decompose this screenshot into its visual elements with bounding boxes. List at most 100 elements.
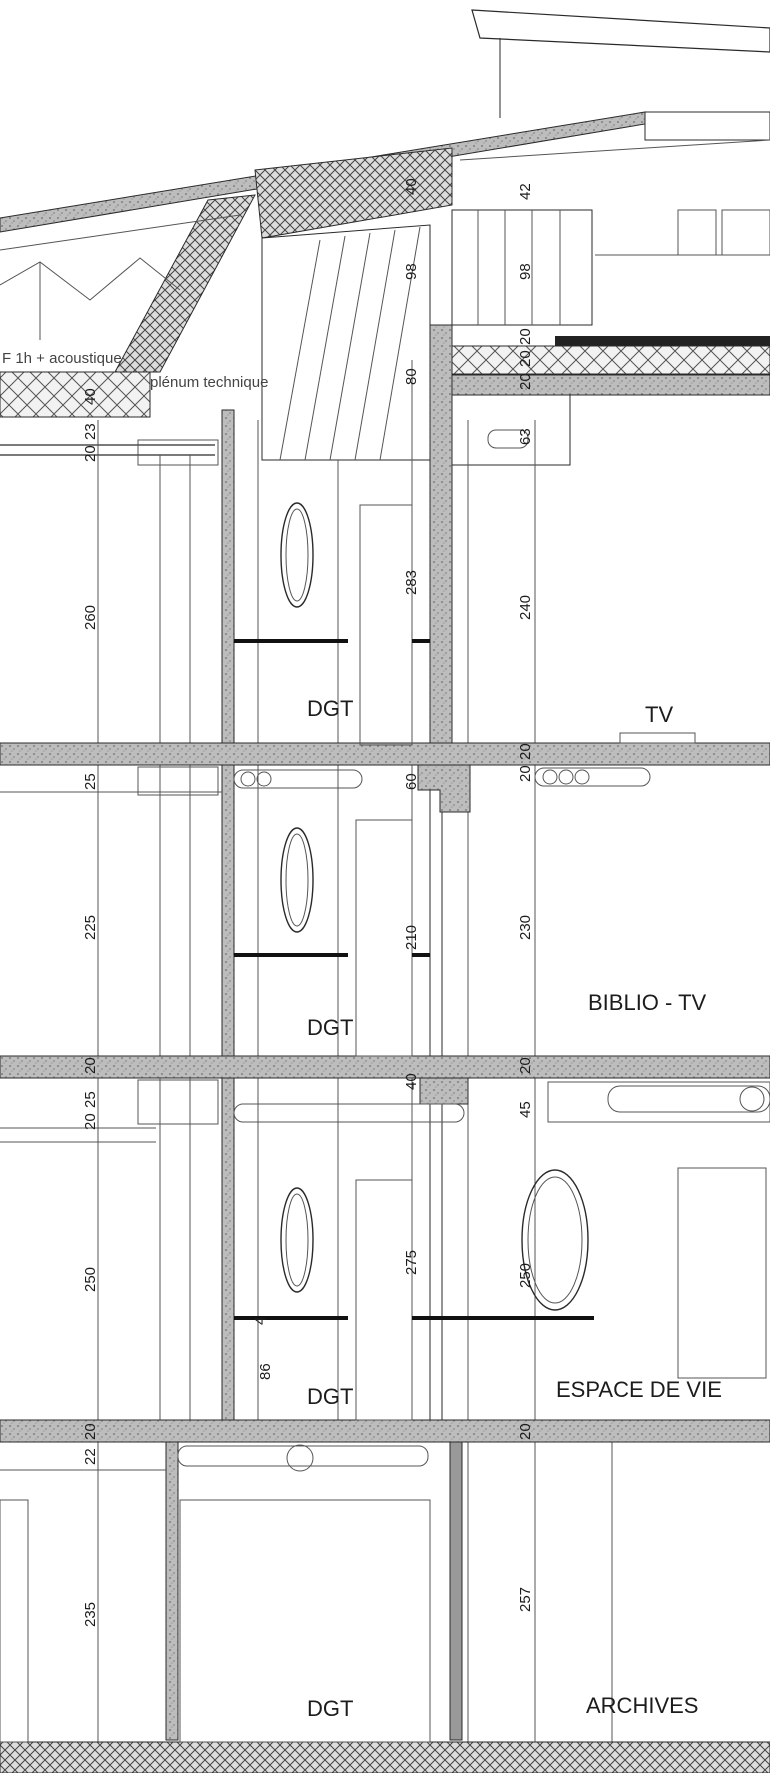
room-dgt-4: DGT — [307, 1696, 353, 1721]
roof-upper-right-line — [459, 139, 770, 161]
duct-l2-right — [547, 1081, 770, 1123]
duct-roof-right — [487, 429, 529, 449]
attic-panels — [261, 224, 431, 461]
pipe-l3 — [286, 1444, 314, 1472]
dim-right-257: 257 — [517, 1587, 534, 1612]
duct-l1-right — [534, 767, 651, 787]
room-dgt-3: DGT — [307, 1384, 353, 1409]
attic-line-1 — [279, 239, 321, 461]
door-l2 — [355, 819, 413, 1057]
upper-right-attic — [451, 209, 770, 375]
left-ceiling-insulation — [0, 371, 151, 418]
dim-mid-4: 4 — [252, 1317, 269, 1325]
dim-left-25a: 25 — [82, 773, 99, 790]
dim-left-22: 22 — [82, 1448, 99, 1465]
room-dgt-2: DGT — [307, 1015, 353, 1040]
dim-right-240: 240 — [517, 595, 534, 620]
opening-ground — [179, 1499, 431, 1743]
center-wall-upper — [429, 324, 453, 746]
duct-l1-left — [137, 766, 219, 796]
dim-right-230: 230 — [517, 915, 534, 940]
duct-l2-tube — [607, 1085, 770, 1113]
room-espace-de-vie: ESPACE DE VIE — [556, 1377, 722, 1402]
roof-structure — [0, 9, 770, 373]
dim-mid-283: 283 — [403, 570, 420, 595]
room-archives: ARCHIVES — [586, 1693, 698, 1718]
dim-right-98: 98 — [517, 263, 534, 280]
pipe-l1-e — [574, 769, 590, 785]
ground-left-column — [165, 1439, 179, 1741]
slab-1 — [0, 742, 770, 766]
floor-slabs — [0, 742, 770, 1773]
oval-windows — [280, 502, 589, 1311]
dim-left-20c: 20 — [82, 1113, 99, 1130]
pipe-l2-end — [739, 1086, 765, 1112]
room-dgt-1: DGT — [307, 696, 353, 721]
dim-right-20f: 20 — [517, 1057, 534, 1074]
pipe-l1-a — [240, 771, 256, 787]
slab-roof-right — [429, 374, 770, 396]
attic-window-1 — [677, 209, 717, 256]
attic-window-2 — [721, 209, 770, 256]
door-l3 — [355, 1179, 413, 1421]
dim-right-20g: 20 — [517, 1423, 534, 1440]
room-tv: TV — [645, 702, 673, 727]
dim-mid-275: 275 — [403, 1250, 420, 1275]
dim-right-20a: 20 — [517, 328, 534, 345]
room-biblio-tv: BIBLIO - TV — [588, 990, 707, 1015]
slab-3 — [0, 1419, 770, 1443]
terrace-layer — [555, 336, 770, 346]
attic-line-4 — [354, 229, 396, 461]
duct-l2-left — [137, 1079, 219, 1125]
dimensions-middle: 40 98 80 283 60 210 40 275 4 86 — [252, 178, 420, 1380]
dim-left-20a: 20 — [82, 445, 99, 462]
dim-mid-86: 86 — [257, 1363, 274, 1380]
terrace-insulation — [451, 345, 770, 375]
dim-mid-60: 60 — [403, 773, 420, 790]
roof-underside — [0, 214, 241, 251]
pipe-l1-b — [256, 771, 272, 787]
ground-center-column — [449, 1439, 463, 1741]
note-fire-acoustic: F 1h + acoustique — [2, 350, 122, 367]
left-wall — [221, 409, 235, 1421]
duct-l2-center — [233, 1103, 465, 1123]
dim-left-23: 23 — [82, 423, 99, 440]
attic-line-2 — [304, 235, 346, 461]
door-l1 — [359, 504, 413, 746]
dim-left-25b: 25 — [82, 1091, 99, 1108]
opening-ground-left — [0, 1499, 29, 1743]
oval-window-2 — [280, 827, 314, 933]
duct-l1-center — [233, 769, 363, 789]
roof-canopy — [471, 9, 770, 53]
oval-window-4 — [521, 1169, 589, 1311]
dim-right-20b: 20 — [517, 350, 534, 367]
dim-right-63: 63 — [517, 428, 534, 445]
guardrails — [234, 639, 594, 1320]
dim-right-20d: 20 — [517, 743, 534, 760]
dimensions-left: 40 20 23 260 25 225 20 20 25 250 22 20 2… — [82, 388, 99, 1627]
slab-2 — [0, 1055, 770, 1079]
tv-unit — [619, 732, 696, 744]
attic-line-3 — [329, 232, 371, 461]
dim-left-40: 40 — [82, 388, 99, 405]
dim-left-250: 250 — [82, 1267, 99, 1292]
dim-mid-98: 98 — [403, 263, 420, 280]
dim-left-20b: 20 — [82, 1057, 99, 1074]
note-plenum: plénum technique — [150, 374, 268, 391]
doors — [0, 504, 767, 1743]
dimensions-right: 42 98 20 20 20 63 240 20 20 230 20 45 25… — [517, 183, 534, 1612]
ceiling-ducts — [0, 766, 770, 1472]
attic-line-5 — [379, 226, 421, 461]
dim-mid-40: 40 — [403, 178, 420, 195]
roof-truss — [0, 257, 181, 301]
dim-mid-210: 210 — [403, 925, 420, 950]
dim-left-235: 235 — [82, 1602, 99, 1627]
beam-level-2 — [419, 1077, 469, 1105]
beam-level-1 — [417, 764, 471, 813]
dim-left-260: 260 — [82, 605, 99, 630]
duct-l3 — [177, 1445, 429, 1467]
dim-right-20c: 20 — [517, 373, 534, 390]
pipe-l1-c — [542, 769, 558, 785]
dim-right-42: 42 — [517, 183, 534, 200]
